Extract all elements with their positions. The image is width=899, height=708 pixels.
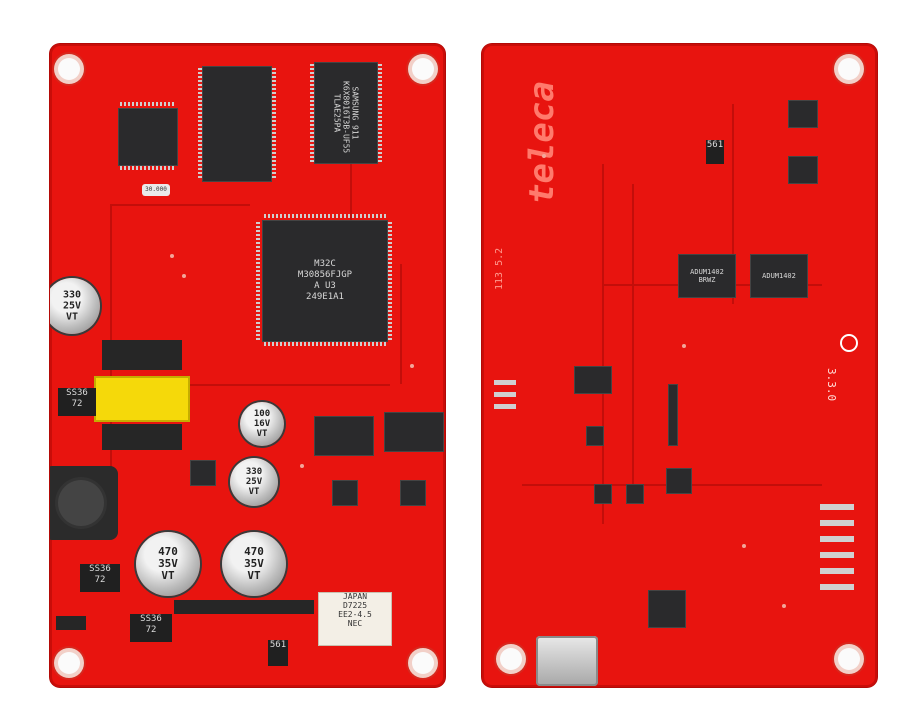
smd-pad bbox=[494, 404, 516, 409]
capacitor-label: 100 16V VT bbox=[253, 409, 271, 439]
electrolytic-capacitor: 100 16V VT bbox=[240, 402, 284, 446]
trace bbox=[732, 104, 734, 304]
crystal-oscillator: 30.000 bbox=[142, 184, 170, 196]
sram-chip: SAMSUNG 911 K6X8016T3B-UF55 TLAE25PA bbox=[314, 62, 378, 164]
main-mcu-label: M32C M30856FJGP A U3 249E1A1 bbox=[297, 259, 353, 302]
relay: JAPAN D7225 EE2-4.5 NEC bbox=[318, 592, 392, 646]
pin-header bbox=[174, 600, 314, 614]
teleca-logo: teleca bbox=[522, 81, 562, 204]
trace bbox=[160, 384, 390, 386]
chip-pins bbox=[120, 166, 176, 170]
pcb-front-board: SAMSUNG 911 K6X8016T3B-UF55 TLAE25PA 30.… bbox=[50, 44, 445, 687]
via bbox=[300, 464, 304, 468]
smd-pad bbox=[820, 584, 854, 590]
mounting-hole bbox=[500, 648, 522, 670]
chip-pins bbox=[378, 64, 382, 162]
sram-chip-label: SAMSUNG 911 K6X8016T3B-UF55 TLAE25PA bbox=[332, 81, 360, 154]
smd-pad bbox=[820, 520, 854, 526]
electrolytic-capacitor: 470 35V VT bbox=[222, 532, 286, 596]
small-ic bbox=[594, 484, 612, 504]
chip-pins bbox=[256, 222, 260, 340]
small-chip: 561 bbox=[706, 140, 724, 164]
via bbox=[170, 254, 174, 258]
isolator-chip: ADUM1402 BRWZ bbox=[678, 254, 736, 298]
chip-pins bbox=[310, 64, 314, 162]
chip-pins bbox=[272, 68, 276, 180]
via bbox=[782, 604, 786, 608]
pin-header bbox=[56, 616, 86, 630]
small-ic bbox=[626, 484, 644, 504]
mounting-hole bbox=[838, 648, 860, 670]
smd-pad bbox=[820, 504, 854, 510]
power-inductor bbox=[50, 466, 118, 540]
isolator-chip: ADUM1402 bbox=[750, 254, 808, 298]
via bbox=[742, 544, 746, 548]
electrolytic-capacitor: 330 25V VT bbox=[50, 278, 100, 334]
chip-pins bbox=[264, 342, 386, 346]
qfn-chip bbox=[648, 590, 686, 628]
smd-pad bbox=[820, 536, 854, 542]
isolator-label: ADUM1402 bbox=[762, 272, 796, 280]
small-chip: 561 bbox=[268, 640, 288, 666]
soic-chip bbox=[314, 416, 374, 456]
isolator-label: ADUM1402 BRWZ bbox=[690, 268, 724, 284]
via bbox=[542, 154, 546, 158]
schottky-diode: SS36 72 bbox=[80, 564, 120, 592]
capacitor-label: 330 25V VT bbox=[245, 467, 263, 497]
small-ic bbox=[666, 468, 692, 494]
via bbox=[682, 344, 686, 348]
trace bbox=[632, 184, 634, 484]
chip-pins bbox=[388, 222, 392, 340]
smd-pad bbox=[820, 552, 854, 558]
mounting-hole bbox=[838, 58, 860, 80]
schottky-diode: SS36 72 bbox=[58, 388, 96, 416]
mounting-hole bbox=[412, 58, 434, 80]
mounting-hole bbox=[58, 58, 80, 80]
pcb-back-board: teleca 3.3.0 113 5.2 561 ADUM1402 BRWZ A… bbox=[482, 44, 877, 687]
microcontroller-small-qfp bbox=[118, 108, 178, 166]
schottky-diode: SS36 72 bbox=[130, 614, 172, 642]
small-ic bbox=[586, 426, 604, 446]
flash-memory-chip bbox=[202, 66, 272, 182]
trace bbox=[602, 164, 604, 524]
transformer-base bbox=[102, 340, 182, 370]
version-silkscreen: 3.3.0 bbox=[825, 368, 838, 402]
capacitor-label: 470 35V VT bbox=[158, 545, 178, 582]
board-ref-silkscreen: 113 5.2 bbox=[494, 247, 505, 290]
small-ic bbox=[400, 480, 426, 506]
capacitor-label: 470 35V VT bbox=[244, 545, 264, 582]
transformer-coil bbox=[94, 376, 190, 422]
small-ic bbox=[332, 480, 358, 506]
transformer-base bbox=[102, 424, 182, 450]
power-icon bbox=[840, 334, 858, 352]
soic-chip bbox=[574, 366, 612, 394]
trace bbox=[350, 104, 352, 244]
via bbox=[410, 364, 414, 368]
inductor-core bbox=[58, 480, 104, 526]
capacitor-label: 330 25V VT bbox=[62, 289, 82, 323]
soic-chip bbox=[788, 100, 818, 128]
soic-chip bbox=[788, 156, 818, 184]
trace bbox=[110, 204, 250, 206]
soic-chip bbox=[384, 412, 444, 452]
mounting-hole bbox=[412, 652, 434, 674]
connector-strip bbox=[668, 384, 678, 446]
chip-pins bbox=[198, 68, 202, 180]
chip-pins bbox=[264, 214, 386, 218]
trace bbox=[400, 264, 402, 384]
smd-pad bbox=[820, 568, 854, 574]
small-ic bbox=[190, 460, 216, 486]
chip-pins bbox=[120, 102, 176, 106]
usb-connector bbox=[536, 636, 598, 686]
electrolytic-capacitor: 330 25V VT bbox=[230, 458, 278, 506]
smd-pad bbox=[494, 380, 516, 385]
via bbox=[182, 274, 186, 278]
main-mcu-chip: M32C M30856FJGP A U3 249E1A1 bbox=[262, 220, 388, 342]
electrolytic-capacitor: 470 35V VT bbox=[136, 532, 200, 596]
smd-pad bbox=[494, 392, 516, 397]
mounting-hole bbox=[58, 652, 80, 674]
